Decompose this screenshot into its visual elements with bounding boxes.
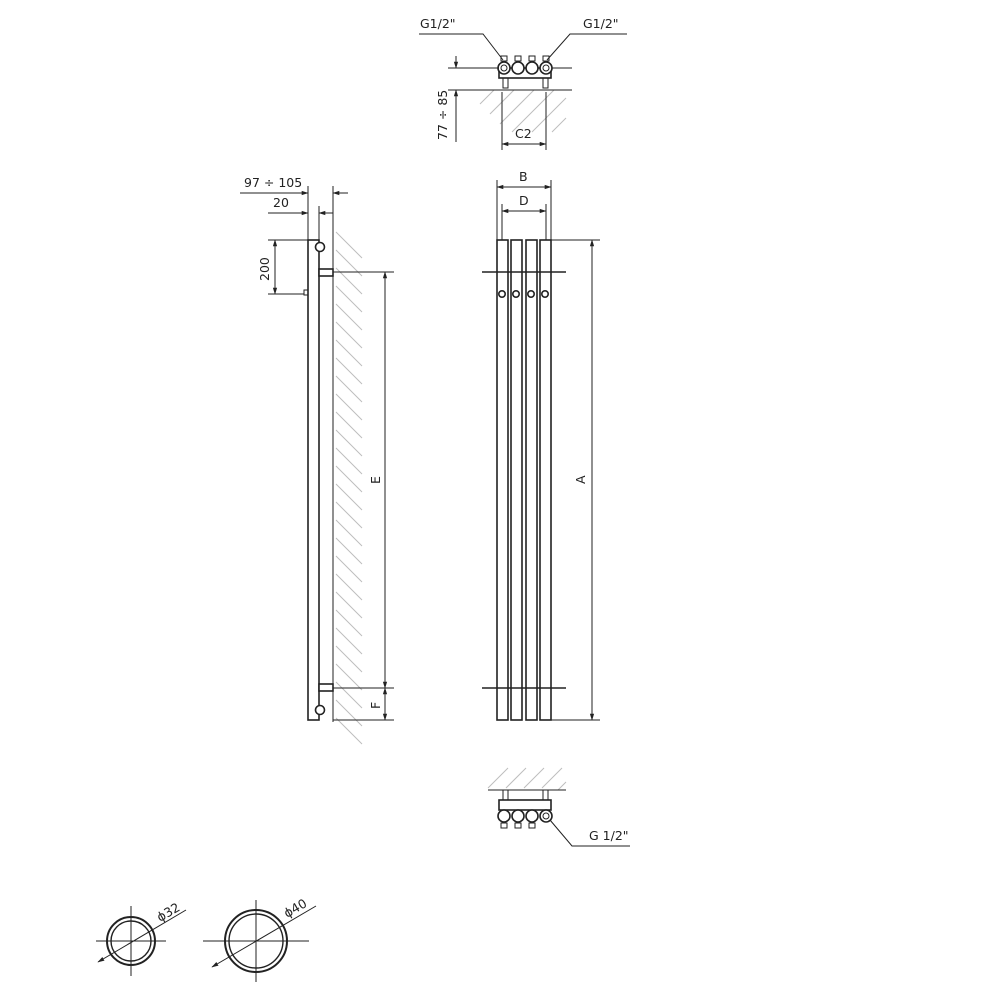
- wall-hatch-top: [479, 89, 567, 133]
- wall-hatch-bottom: [487, 767, 567, 791]
- a-label: A: [573, 475, 588, 484]
- e-label: E: [368, 476, 383, 484]
- c2-label: C2: [515, 126, 532, 141]
- section-32: ϕ32: [96, 900, 187, 976]
- thread-label-right: G1/2": [583, 16, 619, 31]
- tube-4: [539, 239, 552, 721]
- b-label: B: [519, 169, 528, 184]
- bottom-connection-view: G 1/2": [487, 767, 630, 847]
- front-vents: [497, 289, 549, 298]
- diameter-40-label: ϕ40: [281, 896, 309, 921]
- pipe-ends-top: [497, 55, 553, 75]
- leader-thread-bottom: [549, 819, 630, 847]
- offset-range-label: 77 ÷ 85: [435, 90, 450, 140]
- valve-bottom-side: [314, 704, 326, 716]
- bracket-200-label: 200: [257, 257, 272, 281]
- section-40: ϕ40: [203, 896, 317, 982]
- d-label: D: [519, 193, 529, 208]
- radiator-side-tube: [307, 239, 320, 721]
- leader-thread-right: [546, 33, 627, 61]
- bracket-right-top: [542, 77, 549, 89]
- bracket-upper: [318, 268, 334, 277]
- wall-hatch-side: [335, 231, 363, 745]
- bracket-lower: [318, 683, 334, 692]
- f-label: F: [368, 702, 383, 709]
- front-view: B D A: [482, 169, 600, 721]
- tube-3: [525, 239, 538, 721]
- pipe-ends-bottom: [497, 809, 553, 829]
- leader-thread-left: [419, 33, 504, 61]
- depth-range-label: 97 ÷ 105: [244, 175, 302, 190]
- thread-label-left: G1/2": [420, 16, 456, 31]
- side-view: 97 ÷ 105 20 200 E F: [240, 175, 394, 745]
- bracket-left-top: [502, 77, 509, 89]
- depth-20-label: 20: [273, 195, 289, 210]
- manifold-bottom: [498, 799, 552, 811]
- thread-label-bottom: G 1/2": [589, 828, 629, 843]
- tube-1: [496, 239, 509, 721]
- tube-2: [510, 239, 523, 721]
- top-connection-view: G1/2" G1/2" 77 ÷ 85 C2: [419, 16, 627, 150]
- valve-top-side: [314, 241, 326, 253]
